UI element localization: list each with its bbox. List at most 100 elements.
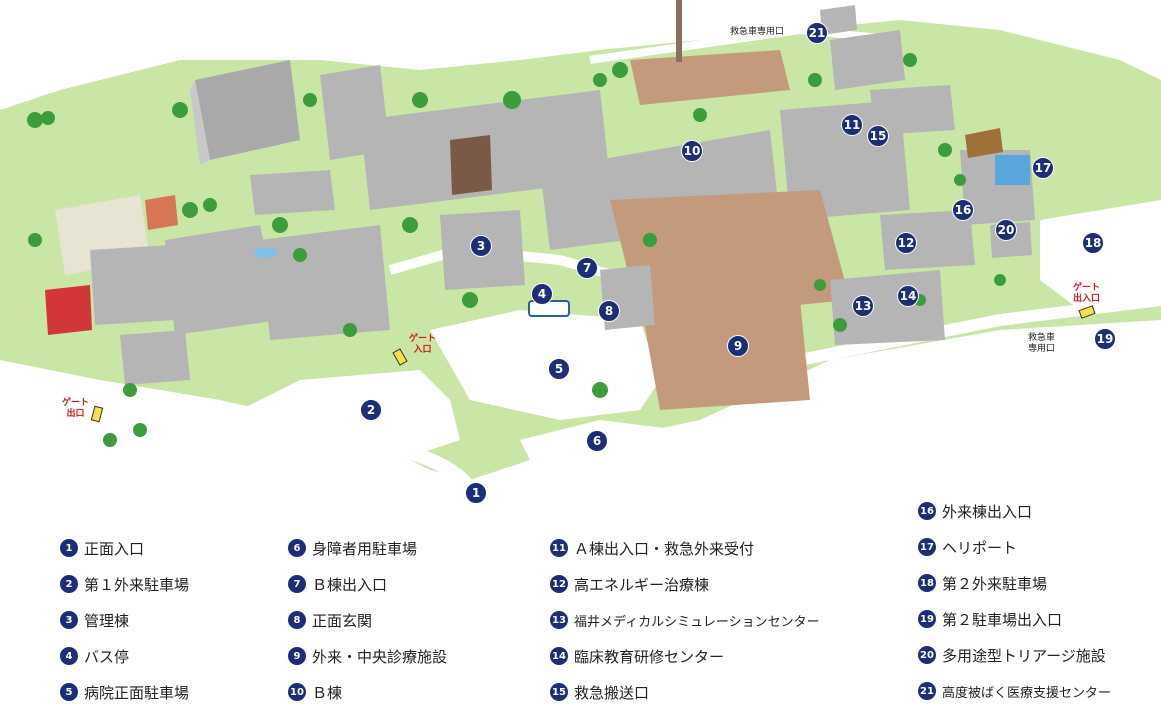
legend-item: 7 Ｂ棟出入口 bbox=[288, 566, 447, 602]
east-road bbox=[798, 294, 1161, 366]
legend-number: 17 bbox=[918, 538, 936, 556]
map-marker-15: 15 bbox=[867, 125, 889, 147]
legend-item: 15 救急搬送口 bbox=[550, 674, 820, 710]
main-road bbox=[0, 393, 477, 494]
gate-exit-label: ゲート 出口 bbox=[62, 398, 90, 419]
map-marker-7: 7 bbox=[576, 257, 598, 279]
legend-number: 16 bbox=[918, 502, 936, 520]
legend-number: 21 bbox=[918, 682, 936, 700]
ambulance-only-entrance-label-2: 救急車 専用口 bbox=[1028, 333, 1056, 354]
map-marker-3: 3 bbox=[470, 235, 492, 257]
legend-number: 14 bbox=[550, 647, 568, 665]
legend-label: 身障者用駐車場 bbox=[312, 539, 418, 558]
legend-item: 12 高エネルギー治療棟 bbox=[550, 566, 820, 602]
legend-label: 外来棟出入口 bbox=[942, 502, 1033, 521]
legend-item: 5 病院正面駐車場 bbox=[60, 674, 189, 710]
legend-number: 10 bbox=[288, 683, 306, 701]
legend-item: 6 身障者用駐車場 bbox=[288, 530, 447, 566]
legend-label: 外来・中央診療施設 bbox=[312, 647, 448, 666]
map-marker-19: 19 bbox=[1094, 328, 1116, 350]
legend-label: 臨床教育研修センター bbox=[574, 647, 725, 666]
parking-lot-6 bbox=[520, 420, 700, 490]
ambulance-only-entrance-label: 救急車専用口 bbox=[730, 27, 785, 37]
legend-item: 19 第２駐車場出入口 bbox=[918, 601, 1111, 637]
legend-item: 3 管理棟 bbox=[60, 602, 189, 638]
legend-number: 4 bbox=[60, 647, 78, 665]
legend-label: ヘリポート bbox=[942, 538, 1018, 557]
legend-number: 9 bbox=[288, 647, 306, 665]
legend-number: 8 bbox=[288, 611, 306, 629]
legend-number: 19 bbox=[918, 610, 936, 628]
legend-item: 10 Ｂ棟 bbox=[288, 674, 447, 710]
parking-lot-18 bbox=[1040, 200, 1161, 310]
legend-label: 高度被ばく医療支援センター bbox=[942, 685, 1112, 701]
pond bbox=[254, 248, 278, 258]
map-marker-6: 6 bbox=[586, 430, 608, 452]
map-marker-12: 12 bbox=[895, 232, 917, 254]
map-marker-5: 5 bbox=[548, 358, 570, 380]
campus-map-drawing bbox=[0, 0, 1161, 494]
legend-label: 第１外来駐車場 bbox=[84, 575, 190, 594]
legend-item: 9 外来・中央診療施設 bbox=[288, 638, 447, 674]
legend-label: 福井メディカルシミュレーションセンター bbox=[574, 614, 820, 630]
map-marker-18: 18 bbox=[1082, 232, 1104, 254]
legend-column-4: 16 外来棟出入口 17 ヘリポート 18 第２外来駐車場 19 第２駐車場出入口 20… bbox=[918, 493, 1111, 709]
legend-label: 管理棟 bbox=[84, 611, 130, 630]
legend-label: 正面玄関 bbox=[312, 611, 373, 630]
legend-number: 5 bbox=[60, 683, 78, 701]
legend-number: 1 bbox=[60, 539, 78, 557]
legend-number: 18 bbox=[918, 574, 936, 592]
legend-label: 第２駐車場出入口 bbox=[942, 610, 1063, 629]
legend-number: 11 bbox=[550, 539, 568, 557]
legend-label: 救急搬送口 bbox=[574, 683, 650, 702]
legend-label: 病院正面駐車場 bbox=[84, 683, 190, 702]
legend-label: 第２外来駐車場 bbox=[942, 574, 1048, 593]
legend-item: 8 正面玄関 bbox=[288, 602, 447, 638]
legend-item: 2 第１外来駐車場 bbox=[60, 566, 189, 602]
legend-label: Ｂ棟 bbox=[312, 683, 343, 702]
campus-map: 1 2 3 4 5 6 7 8 9 10 11 12 13 14 15 16 1… bbox=[0, 0, 1161, 504]
legend-item: 14 臨床教育研修センター bbox=[550, 638, 820, 674]
map-marker-11: 11 bbox=[841, 114, 863, 136]
gate-marker bbox=[1078, 305, 1096, 319]
gate-in-out-label: ゲート 出入口 bbox=[1073, 283, 1101, 304]
gate-marker bbox=[90, 405, 104, 423]
map-marker-13: 13 bbox=[852, 295, 874, 317]
legend-column-2: 6 身障者用駐車場 7 Ｂ棟出入口 8 正面玄関 9 外来・中央診療施設 10 Ｂ棟 bbox=[288, 530, 447, 710]
legend-number: 6 bbox=[288, 539, 306, 557]
gate-marker bbox=[392, 348, 408, 366]
legend-label: Ｂ棟出入口 bbox=[312, 575, 388, 594]
map-marker-1: 1 bbox=[465, 482, 487, 504]
map-marker-2: 2 bbox=[360, 399, 382, 421]
map-marker-17: 17 bbox=[1032, 157, 1054, 179]
map-marker-21: 21 bbox=[806, 22, 828, 44]
map-marker-9: 9 bbox=[727, 335, 749, 357]
legend-item: 21 高度被ばく医療支援センター bbox=[918, 673, 1111, 709]
legend-item: 16 外来棟出入口 bbox=[918, 493, 1111, 529]
map-marker-14: 14 bbox=[897, 285, 919, 307]
legend-label: 多用途型トリアージ施設 bbox=[942, 646, 1106, 665]
legend-number: 7 bbox=[288, 575, 306, 593]
legend-number: 2 bbox=[60, 575, 78, 593]
trees bbox=[27, 53, 1006, 447]
bus-icon bbox=[528, 300, 570, 317]
legend-number: 15 bbox=[550, 683, 568, 701]
parking-lot-2 bbox=[230, 370, 460, 460]
legend-number: 3 bbox=[60, 611, 78, 629]
gate-entrance-label: ゲート 入口 bbox=[409, 334, 437, 355]
legend-label: Ａ棟出入口・救急外来受付 bbox=[574, 539, 755, 558]
legend-label: 高エネルギー治療棟 bbox=[574, 575, 710, 594]
legend-item: 17 ヘリポート bbox=[918, 529, 1111, 565]
map-marker-4: 4 bbox=[531, 283, 553, 305]
legend-label: バス停 bbox=[84, 647, 130, 666]
legend-item: 11 Ａ棟出入口・救急外来受付 bbox=[550, 530, 820, 566]
legend-number: 12 bbox=[550, 575, 568, 593]
legend-item: 18 第２外来駐車場 bbox=[918, 565, 1111, 601]
map-marker-8: 8 bbox=[598, 300, 620, 322]
